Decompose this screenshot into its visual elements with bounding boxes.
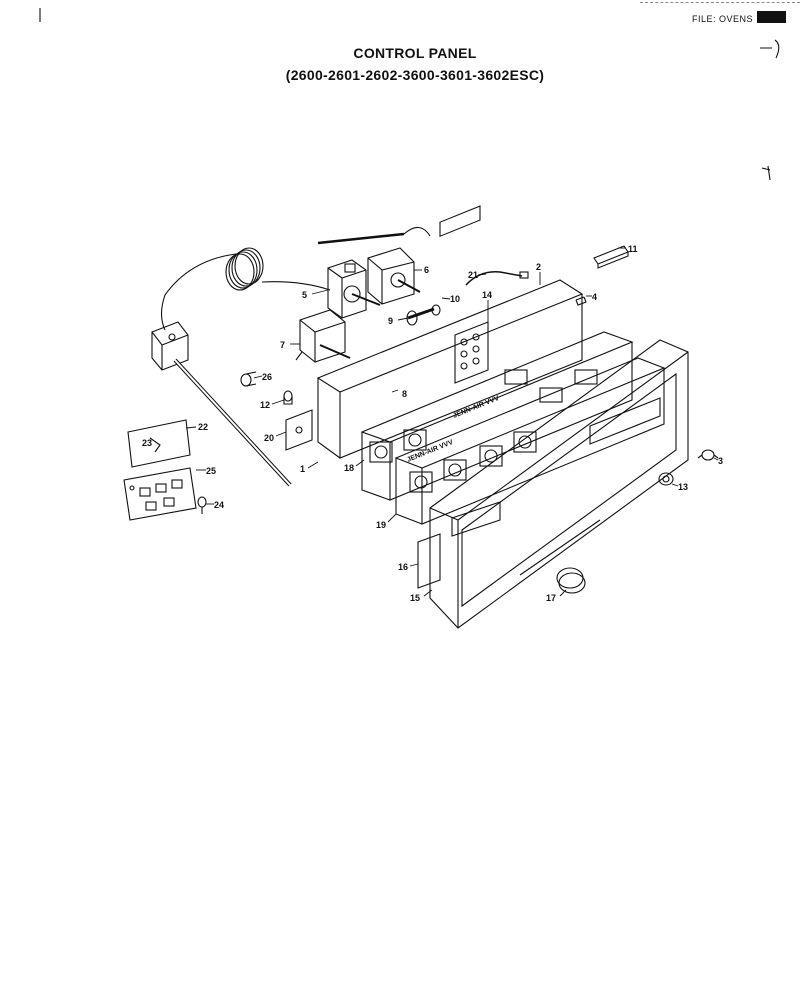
capillary-rod: [317, 232, 405, 245]
relay-cover-plate: [127, 419, 191, 468]
corner-index-tab: [757, 11, 786, 23]
valve-spring: [406, 304, 441, 326]
callout-13: 13: [678, 482, 688, 492]
relay-board: [123, 467, 197, 521]
callout-24: 24: [214, 500, 224, 510]
selector-switch: [295, 309, 351, 363]
callout-20: 20: [264, 433, 274, 443]
control-panel-trim: [429, 339, 689, 629]
callout-12: 12: [260, 400, 270, 410]
control-panel-overlay: [394, 357, 666, 525]
callout-1: 1: [300, 464, 305, 474]
capillary-coil: [225, 247, 264, 291]
model-numbers: (2600-2601-2602-3600-3601-3602ESC): [285, 67, 545, 83]
thermostat-switch: [327, 259, 381, 319]
callout-6: 6: [424, 265, 429, 275]
callout-10: 10: [450, 294, 460, 304]
relay-fuse: [197, 496, 207, 514]
brand-label-back: JENN-AIR VVV: [452, 395, 500, 420]
indicator-lens: [240, 371, 257, 387]
terminal-block: [593, 245, 629, 269]
capillary-tube: [403, 226, 431, 237]
callout-15: 15: [410, 593, 420, 603]
callout-9: 9: [388, 316, 393, 326]
sensor-bracket: [151, 321, 189, 371]
wire-connector: [519, 271, 529, 279]
callout-11: 11: [628, 244, 638, 254]
callout-14: 14: [482, 290, 492, 300]
control-panel-back: [316, 279, 584, 459]
capillary-line: [160, 253, 237, 331]
leader-lines: [185, 247, 719, 597]
control-knob: [697, 449, 719, 461]
indicator-light: [283, 390, 293, 405]
switch-plate: [454, 321, 489, 384]
callout-3: 3: [718, 456, 723, 466]
callout-25: 25: [206, 466, 216, 476]
callout-8: 8: [402, 389, 407, 399]
callout-26: 26: [262, 372, 272, 382]
trim-strip: [417, 533, 441, 589]
callout-7: 7: [280, 340, 285, 350]
capillary-line: [261, 281, 331, 291]
top-edge-line: [640, 2, 800, 3]
callout-19: 19: [376, 520, 386, 530]
margin-mark: [761, 165, 771, 181]
callout-22: 22: [198, 422, 208, 432]
timer-motor: [367, 247, 421, 305]
lock-nut: [658, 472, 674, 486]
callout-2: 2: [536, 262, 541, 272]
control-dials: [369, 369, 598, 493]
callout-21: 21: [468, 270, 478, 280]
screw: [575, 296, 587, 306]
mounting-bracket: [285, 409, 313, 451]
wire-harness: [465, 271, 523, 286]
large-knob: [556, 567, 586, 594]
file-label: FILE: OVENS: [692, 14, 754, 24]
control-panel-front: [360, 205, 634, 501]
callout-17: 17: [546, 593, 556, 603]
callout-5: 5: [302, 290, 307, 300]
page-title: CONTROL PANEL: [353, 45, 477, 61]
callout-23: 23: [142, 438, 152, 448]
callout-4: 4: [592, 292, 597, 302]
callout-18: 18: [344, 463, 354, 473]
margin-mark: [760, 39, 780, 59]
callout-16: 16: [398, 562, 408, 572]
